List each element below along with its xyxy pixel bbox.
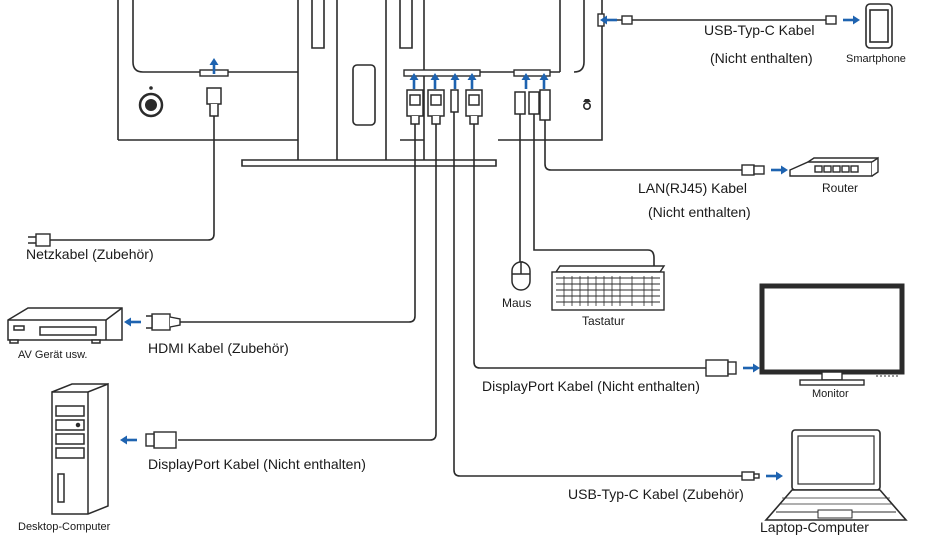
laptop-label: Laptop-Computer (760, 519, 869, 535)
router-label: Router (822, 181, 859, 195)
monitor-icon (759, 283, 905, 386)
router-arrow (771, 165, 788, 175)
laptop-arrow (766, 471, 783, 481)
mouse-label: Maus (502, 296, 532, 310)
keyboard-label: Tastatur (582, 314, 625, 328)
av-arrow (124, 317, 141, 327)
smartphone-icon (865, 3, 893, 49)
smartphone-arrow (843, 15, 860, 25)
keyboard-icon (551, 265, 666, 311)
dp-plug-end (145, 431, 177, 449)
lock-icon (582, 99, 591, 111)
power-cable-label: Netzkabel (Zubehör) (26, 246, 154, 262)
lan-not-included-label: (Nicht enthalten) (648, 204, 751, 220)
monitor-label: Monitor (812, 388, 849, 400)
usbc-not-included-label: (Nicht enthalten) (710, 50, 813, 66)
desktop-label: Desktop-Computer (18, 521, 111, 533)
laptop-icon (764, 429, 908, 521)
usbc-cable-label: USB-Typ-C Kabel (704, 22, 815, 38)
router-icon (789, 156, 879, 177)
lan-cable-label: LAN(RJ45) Kabel (638, 180, 747, 196)
dp-cable-out-label: DisplayPort Kabel (Nicht enthalten) (482, 378, 700, 394)
mouse-icon (511, 261, 531, 291)
monitor-rear (117, 0, 603, 167)
av-device-label: AV Gerät usw. (18, 349, 88, 361)
power-plug-end (28, 233, 51, 247)
av-device-icon (7, 307, 123, 344)
usbc-accessory-label: USB-Typ-C Kabel (Zubehör) (568, 486, 744, 502)
hdmi-cable-label: HDMI Kabel (Zubehör) (148, 340, 289, 356)
desktop-pc-icon (51, 382, 109, 515)
smartphone-label: Smartphone (846, 53, 906, 65)
desktop-arrow (120, 435, 137, 445)
power-button-icon (138, 86, 164, 118)
monitor-arrow (743, 363, 760, 373)
hdmi-plug-end (146, 313, 181, 331)
dp-cable-in-label: DisplayPort Kabel (Nicht enthalten) (148, 456, 366, 472)
